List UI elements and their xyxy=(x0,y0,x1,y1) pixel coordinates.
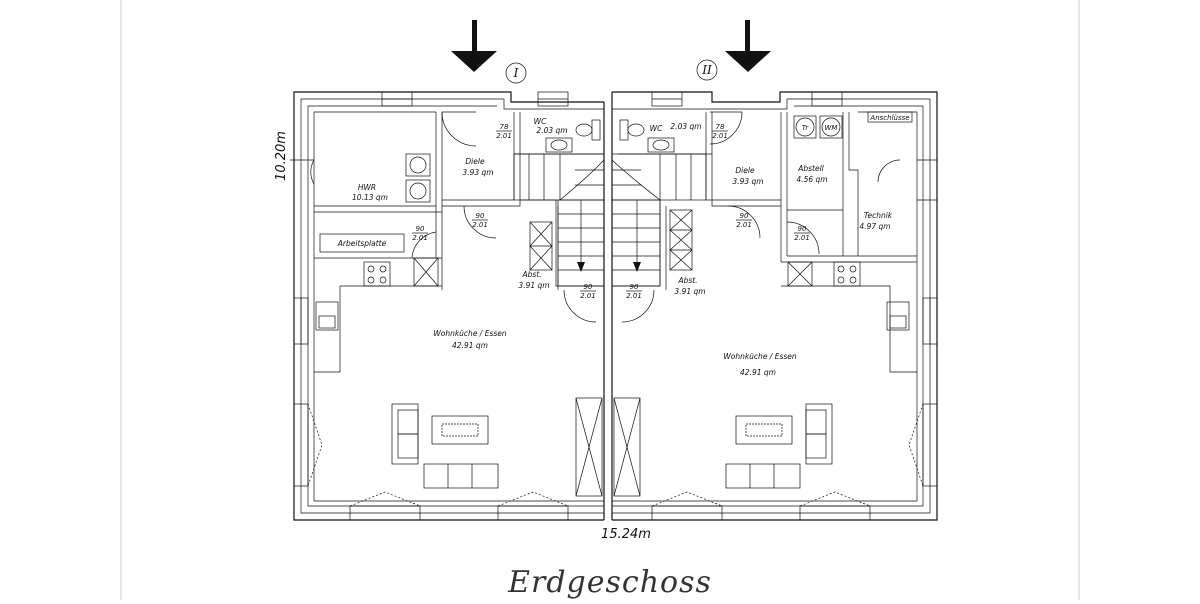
staircase-left xyxy=(513,153,605,287)
svg-text:I: I xyxy=(513,66,519,80)
svg-text:II: II xyxy=(701,63,712,77)
svg-text:2.01: 2.01 xyxy=(472,221,488,229)
room-label-wohnkueche-1: Wohnküche / Essen 42.91 qm xyxy=(433,329,507,350)
storage-cabinets xyxy=(413,209,813,287)
room-label-hwr: HWR 10.13 qm xyxy=(352,183,388,202)
room-label-diele-1: Diele 3.93 qm xyxy=(462,157,493,177)
svg-text:78: 78 xyxy=(500,123,509,131)
heating-units-icon xyxy=(405,153,431,203)
svg-text:2.01: 2.01 xyxy=(794,234,810,242)
svg-text:4.56 qm: 4.56 qm xyxy=(796,175,827,184)
svg-text:Abstell: Abstell xyxy=(797,164,824,173)
kitchen-sink-icon xyxy=(886,301,910,331)
svg-text:90: 90 xyxy=(416,225,425,233)
svg-text:90: 90 xyxy=(740,212,749,220)
svg-text:Technik: Technik xyxy=(864,211,893,220)
page-title: Erdgeschoss xyxy=(507,565,712,600)
svg-text:2.01: 2.01 xyxy=(580,292,596,300)
toilet-icon xyxy=(575,119,645,141)
door-label: 90 2.01 xyxy=(580,283,596,300)
svg-text:90: 90 xyxy=(476,212,485,220)
svg-text:2.03 qm: 2.03 qm xyxy=(670,122,701,131)
svg-text:HWR: HWR xyxy=(358,183,376,192)
room-label-diele-2: Diele 3.93 qm xyxy=(732,166,763,186)
svg-text:Arbeitsplatte: Arbeitsplatte xyxy=(337,239,387,248)
svg-text:Wohnküche / Essen: Wohnküche / Essen xyxy=(723,352,797,361)
width-dimension: 15.24m xyxy=(601,527,651,542)
svg-text:78: 78 xyxy=(716,123,725,131)
svg-text:WM: WM xyxy=(825,124,838,132)
svg-text:2.01: 2.01 xyxy=(736,221,752,229)
washing-machine-icon: WM xyxy=(819,115,843,139)
svg-text:3.91 qm: 3.91 qm xyxy=(518,281,549,290)
entrance-arrow-icon xyxy=(725,20,771,72)
svg-text:90: 90 xyxy=(798,225,807,233)
door-label: 90 2.01 xyxy=(472,212,488,229)
svg-text:2.01: 2.01 xyxy=(496,132,512,140)
door-label: 90 2.01 xyxy=(736,212,752,229)
sofa-icon xyxy=(725,403,833,489)
utility-connections-box: Anschlüsse xyxy=(867,111,913,123)
sofa-icon xyxy=(391,403,499,489)
room-label-abstell: Abstell 4.56 qm xyxy=(796,164,827,184)
svg-text:Wohnküche / Essen: Wohnküche / Essen xyxy=(433,329,507,338)
height-dimension: 10.20m xyxy=(274,131,289,181)
washbasin-icon xyxy=(545,137,675,153)
room-label-wc-2: WC 2.03 qm xyxy=(650,122,702,133)
door-swings xyxy=(290,111,937,323)
unit-marker-1: I xyxy=(505,62,527,84)
svg-text:Anschlüsse: Anschlüsse xyxy=(869,114,909,122)
svg-text:Diele: Diele xyxy=(465,157,485,166)
svg-text:3.93 qm: 3.93 qm xyxy=(732,177,763,186)
door-label: 90 2.01 xyxy=(626,283,642,300)
svg-text:Diele: Diele xyxy=(735,166,755,175)
stove-icon xyxy=(833,261,861,287)
svg-text:10.13 qm: 10.13 qm xyxy=(352,193,388,202)
svg-text:2.01: 2.01 xyxy=(626,292,642,300)
svg-text:WC: WC xyxy=(534,117,547,126)
dryer-icon: Tr xyxy=(793,115,817,139)
svg-text:3.91 qm: 3.91 qm xyxy=(674,287,705,296)
windows xyxy=(293,91,938,521)
door-label: 78 2.01 xyxy=(496,123,512,140)
svg-text:2.03 qm: 2.03 qm xyxy=(536,126,567,135)
svg-text:42.91 qm: 42.91 qm xyxy=(740,368,776,377)
svg-text:3.93 qm: 3.93 qm xyxy=(462,168,493,177)
exterior-walls xyxy=(293,91,938,521)
room-label-technik: Technik 4.97 qm xyxy=(859,211,892,231)
svg-text:2.01: 2.01 xyxy=(412,234,428,242)
room-label-wc-1: WC 2.03 qm xyxy=(534,117,568,135)
svg-text:Abst.: Abst. xyxy=(521,270,541,279)
worktop-box: Arbeitsplatte xyxy=(319,233,405,253)
room-label-abst-1: Abst. 3.91 qm xyxy=(518,270,549,290)
svg-text:Abst.: Abst. xyxy=(677,276,697,285)
svg-text:WC: WC xyxy=(650,124,663,133)
kitchen-sink-icon xyxy=(315,301,339,331)
svg-text:90: 90 xyxy=(584,283,593,291)
coffee-table-icon xyxy=(431,415,489,445)
door-label: 78 2.01 xyxy=(712,123,728,140)
svg-text:42.91 qm: 42.91 qm xyxy=(452,341,488,350)
svg-text:2.01: 2.01 xyxy=(712,132,728,140)
door-label: 90 2.01 xyxy=(794,225,810,242)
wardrobe-icon xyxy=(575,397,641,497)
staircase-right xyxy=(611,153,707,287)
door-label: 90 2.01 xyxy=(412,225,428,242)
svg-text:4.97 qm: 4.97 qm xyxy=(859,222,890,231)
room-label-abst-2: Abst. 3.91 qm xyxy=(674,276,705,296)
entrance-arrow-icon xyxy=(451,20,497,72)
unit-marker-2: II xyxy=(696,59,718,81)
svg-text:90: 90 xyxy=(630,283,639,291)
svg-text:Tr: Tr xyxy=(802,124,810,132)
stove-icon xyxy=(363,261,391,287)
coffee-table-icon xyxy=(735,415,793,445)
room-label-wohnkueche-2: Wohnküche / Essen 42.91 qm xyxy=(723,352,797,377)
